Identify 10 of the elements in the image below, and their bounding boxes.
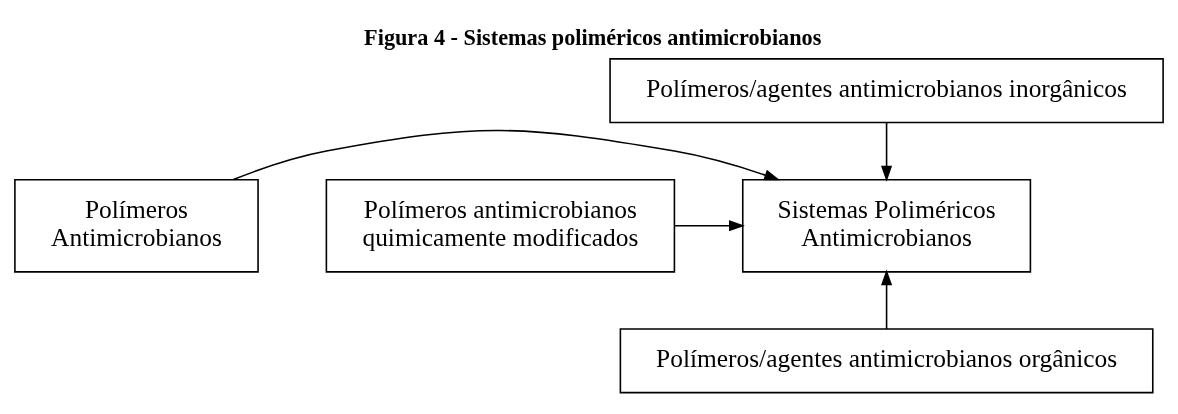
node-box: Polímeros/agentes antimicrobianos orgânicos xyxy=(619,327,1154,393)
arrow xyxy=(232,129,781,180)
arrow xyxy=(881,121,893,182)
arrow xyxy=(673,219,745,231)
node-box: Polímeros/agentes antimicrobianos inorgânicos xyxy=(609,57,1164,123)
diagram-title: Figura 4 - Sistemas poliméricos antimicrobianos xyxy=(364,24,822,50)
node-box: Sistemas Poliméricos Antimicrobianos xyxy=(741,178,1032,273)
node-box: Polímeros Antimicrobianos xyxy=(14,178,259,273)
arrow xyxy=(881,268,893,330)
node-box: Polímeros antimicrobianos quimicamente modificados xyxy=(325,178,676,273)
